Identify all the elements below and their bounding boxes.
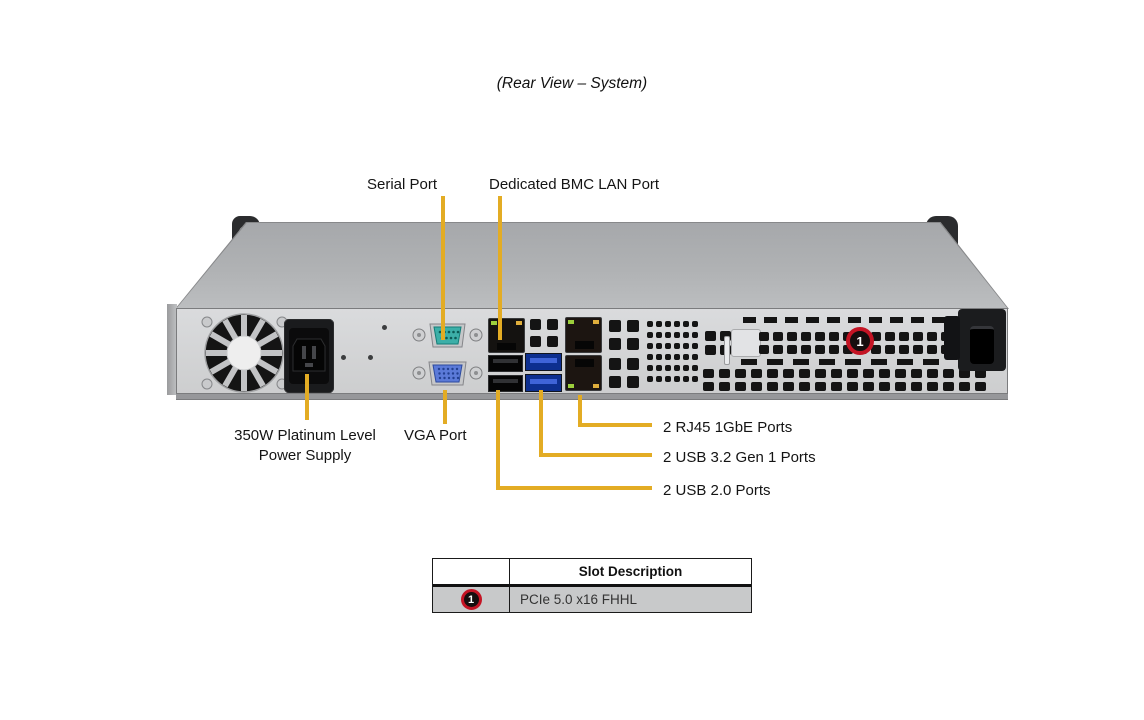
chassis-bottom-edge [176, 394, 1008, 400]
psu-latch-arm [944, 316, 960, 360]
label-usb2-ports: 2 USB 2.0 Ports [663, 482, 771, 499]
usb3-port-bottom [525, 374, 562, 392]
label-serial-port: Serial Port [366, 176, 438, 193]
callout-line-rj45-h [578, 423, 652, 427]
rj45-tab-slot [575, 359, 594, 367]
table-row: 1 PCIe 5.0 x16 FHHL [433, 587, 751, 612]
slot-description-table: Slot Description 1 PCIe 5.0 x16 FHHL [432, 558, 752, 613]
vent-group [609, 358, 639, 388]
table-header-description: Slot Description [578, 564, 683, 579]
table-cell-description: PCIe 5.0 x16 FHHL [510, 587, 751, 612]
panel-screw [368, 355, 373, 360]
bmc-lan-port [488, 318, 525, 353]
rj45-tab-slot [575, 341, 594, 349]
usb2-port-top [488, 355, 523, 372]
rj45-led [568, 320, 574, 324]
bracket-vent-dashes-top [743, 317, 949, 323]
slot1-table-badge: 1 [460, 589, 482, 610]
rj45-led [593, 384, 599, 388]
bmc-lan-led [516, 321, 522, 325]
chassis-lid-surface [176, 223, 1008, 309]
usb2-port-bottom [488, 375, 523, 392]
power-inlet-c14 [284, 319, 334, 393]
lower-vent-band [703, 369, 986, 391]
table-header-marker-cell [433, 559, 510, 584]
callout-line-vga [443, 390, 447, 424]
diagram-title: (Rear View – System) [496, 75, 648, 92]
vga-port-connector [412, 361, 483, 386]
callout-line-serial [441, 196, 445, 340]
label-power-supply-line1: 350W Platinum Level [234, 427, 376, 444]
vent-grid [647, 321, 698, 382]
fan-screws [201, 316, 288, 390]
callout-line-usb3-h [539, 453, 652, 457]
label-rj45-ports: 2 RJ45 1GbE Ports [663, 419, 793, 436]
callout-line-bmc [498, 196, 502, 340]
callout-line-psu [305, 374, 309, 420]
label-power-supply-line2: Power Supply [258, 447, 352, 464]
rj45-gbe-port-bottom [565, 355, 602, 391]
rj45-gbe-port-top [565, 317, 602, 353]
panel-screw [341, 355, 346, 360]
bracket-plate [731, 329, 761, 357]
bracket-vent-dashes-mid [741, 359, 949, 365]
rj45-tab-slot [497, 343, 516, 350]
bmc-lan-led [491, 321, 497, 325]
vent-group [609, 320, 639, 350]
callout-line-rj45-v [578, 395, 582, 427]
callout-line-usb3-v [539, 390, 543, 457]
table-cell-marker: 1 [433, 587, 510, 612]
system-fan-grille [201, 313, 288, 393]
rear-panel [176, 308, 1008, 394]
table-header-row: Slot Description [433, 559, 751, 587]
label-bmc-lan-port: Dedicated BMC LAN Port [489, 176, 660, 193]
vent-group [530, 319, 558, 347]
serial-port-connector [412, 323, 483, 348]
callout-line-usb2-v [496, 390, 500, 490]
label-vga-port: VGA Port [404, 427, 467, 444]
slot1-table-number: 1 [467, 593, 475, 606]
chassis-left-side [167, 304, 177, 395]
label-power-supply: 350W Platinum Level Power Supply [213, 426, 397, 466]
psu-latch-handle [970, 326, 994, 364]
slot-description-text: PCIe 5.0 x16 FHHL [520, 592, 638, 607]
chassis-lid [175, 222, 1009, 309]
slot1-marker-badge: 1 [846, 327, 874, 355]
usb3-port-top [525, 353, 562, 371]
rj45-led [568, 384, 574, 388]
bracket-screw-slot [724, 336, 730, 365]
callout-line-usb2-h [496, 486, 652, 490]
rj45-led [593, 320, 599, 324]
label-usb3-ports: 2 USB 3.2 Gen 1 Ports [663, 449, 816, 466]
slot1-marker-number: 1 [856, 333, 864, 349]
panel-screw [382, 325, 387, 330]
